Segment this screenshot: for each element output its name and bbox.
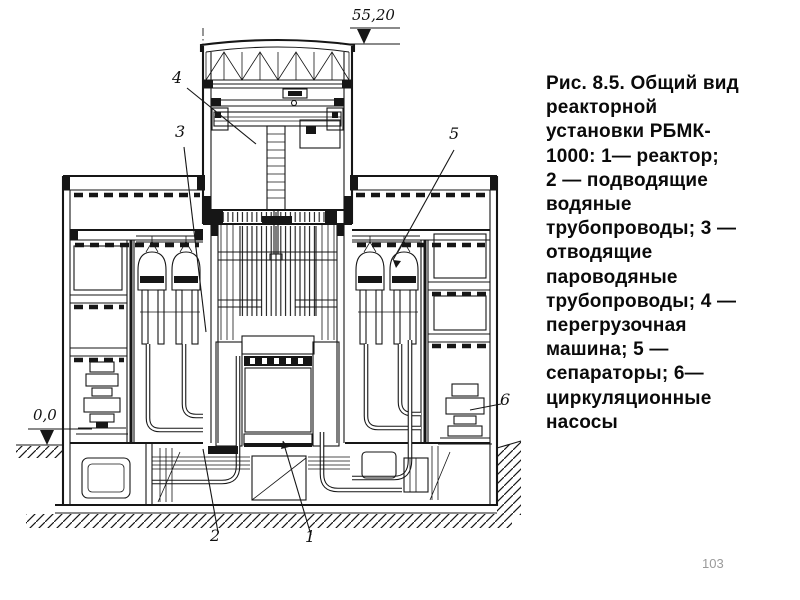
elevation-mark-ground — [28, 428, 92, 445]
basement — [81, 443, 451, 505]
caption-line: трубопроводы; 4 — — [546, 290, 737, 312]
part-label-separators: 5 — [449, 124, 460, 143]
caption-line: трубопроводы; 3 — — [546, 218, 737, 240]
part-label-refueling-machine: 4 — [172, 68, 183, 87]
reactor-core — [215, 335, 340, 501]
caption-line: сепараторы; 6— — [546, 363, 704, 385]
part-label-steam-water-pipes: 3 — [175, 122, 186, 141]
piping — [145, 340, 421, 493]
caption-line: водяные — [546, 194, 632, 216]
elevation-value-ground: 0,0 — [33, 406, 57, 424]
caption-line: циркуляционные — [546, 387, 712, 409]
separators-left — [136, 235, 203, 345]
reactor-hall-floor — [203, 208, 352, 340]
roof-truss — [199, 38, 356, 99]
circulation-pump-left — [76, 361, 128, 435]
caption-line: машина; 5 — — [546, 339, 669, 361]
part-label-inlet-water-pipes: 2 — [210, 526, 221, 545]
page-number: 103 — [702, 556, 724, 571]
part-label-reactor: 1 — [305, 527, 316, 546]
part-label-circulation-pumps: 6 — [500, 390, 511, 409]
leader-lines — [183, 87, 502, 536]
figure-caption: Рис. 8.5. Общий вид реакторной установки… — [546, 72, 798, 435]
caption-line: насосы — [546, 411, 618, 433]
circulation-pump-right — [438, 383, 492, 445]
elevation-mark-top — [340, 27, 400, 45]
caption-line: 1000: 1— реактор; — [546, 145, 719, 167]
separators-right — [352, 235, 420, 345]
caption-line: реакторной — [546, 97, 658, 119]
caption-line: установки РБМК- — [546, 121, 711, 143]
caption-line: перегрузочная — [546, 315, 687, 337]
caption-line: 2 — подводящие — [546, 169, 709, 191]
ground-hatching — [16, 440, 522, 528]
elevation-value-top: 55,20 — [352, 6, 395, 24]
caption-line: отводящие — [546, 242, 653, 264]
caption-line: Рис. 8.5. Общий вид — [546, 73, 739, 94]
caption-line: пароводяные — [546, 266, 678, 288]
